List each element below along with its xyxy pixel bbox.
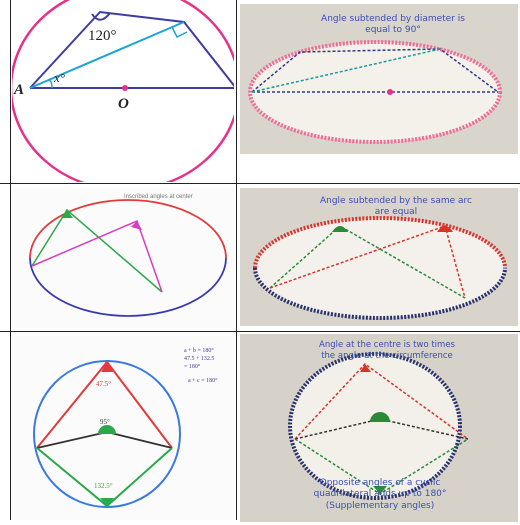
diameter-angle-diagram: 120° x° A O [12, 0, 234, 182]
photo-caption-2: Angle subtended by the same arc are equa… [319, 196, 473, 218]
same-arc-photo: Angle subtended by the same arc are equa… [240, 188, 518, 326]
green-thread-lines [269, 225, 466, 299]
angle-label-120: 120° [88, 28, 117, 44]
top-angle-label: 47.5° [96, 380, 111, 388]
circle-outline [12, 0, 234, 182]
angle-arc-x [47, 79, 53, 89]
centre-angle-diagram: 47.5° 95° 132.5° a + b = 180° 47.5 + 132… [12, 336, 234, 520]
top-angle-mark [101, 362, 113, 372]
photo-caption-1: Angle subtended by diameter is equal to … [321, 14, 465, 36]
point-note: a + c = 180° [188, 377, 218, 384]
same-arc-diagram: Inscribed angles at center [12, 188, 234, 328]
magenta-angle-lines [31, 219, 163, 293]
diagram-caption-2: Inscribed angles at center [124, 194, 193, 200]
magenta-angle-mark [131, 221, 142, 230]
sum-line-1: a + b = 180° [184, 347, 214, 354]
angle-arc-top [91, 12, 111, 21]
grid-hline-2 [0, 331, 520, 332]
embroidery-photo-1 [248, 40, 502, 144]
top-angle-knot [360, 364, 371, 372]
green-lower-lines [36, 447, 173, 508]
circle-top-red [29, 199, 227, 259]
point-o-label: O [118, 96, 129, 112]
angle-label-x: x° [53, 70, 65, 85]
centre-angle-mark [98, 425, 116, 434]
embroidery-photo-2 [253, 216, 507, 320]
bottom-angle-knot [373, 486, 387, 494]
point-a-label: A [13, 82, 24, 98]
green-angle-mark [61, 210, 73, 218]
red-angle-knot [437, 226, 453, 232]
pink-thread-circle [248, 40, 502, 144]
diameter-angle-svg: 120° x° A O [12, 0, 234, 182]
black-centre-lines [36, 431, 173, 449]
sum-line-2: 47.5 + 132.5 [184, 356, 214, 362]
embroidery-photo-3 [288, 352, 469, 500]
centre-point [122, 85, 128, 91]
same-arc-svg [29, 199, 227, 317]
chord-ac [29, 21, 185, 89]
navy-thread-circle [288, 352, 462, 500]
centre-angle-photo: Angle at the centre is two times the ang… [240, 334, 518, 522]
red-thread-arc [253, 216, 507, 269]
sum-line-3: = 180° [184, 363, 201, 370]
centre-angle-label: 95° [100, 418, 110, 426]
chord-thread [251, 48, 441, 93]
right-angle-mark [171, 26, 188, 39]
quad-thread [251, 48, 499, 93]
photo-caption-3-top: Angle at the centre is two times the ang… [319, 340, 455, 361]
photo-caption-3-bottom: Opposite angles of a cyclic quadrilatera… [313, 478, 447, 511]
fabric-area [290, 354, 460, 498]
navy-thread-arc [253, 267, 507, 320]
red-inscribed-lines [36, 360, 173, 449]
bottom-angle-mark [100, 498, 114, 506]
circle-bottom-blue [29, 257, 227, 317]
centre-knot [387, 89, 393, 95]
green-angle-knot [332, 226, 348, 232]
quadrilateral-sides [29, 10, 234, 89]
centre-angle-svg: 47.5° 95° 132.5° a + b = 180° 47.5 + 132… [33, 347, 218, 508]
grid-vline-middle [236, 0, 237, 520]
bottom-angle-label: 132.5° [94, 482, 113, 490]
grid-hline-1 [0, 183, 520, 184]
grid-vline-left [10, 0, 11, 520]
diameter-angle-photo: Angle subtended by diameter is equal to … [240, 4, 518, 154]
centre-angle-knot [370, 412, 390, 422]
fabric-area [255, 218, 505, 318]
